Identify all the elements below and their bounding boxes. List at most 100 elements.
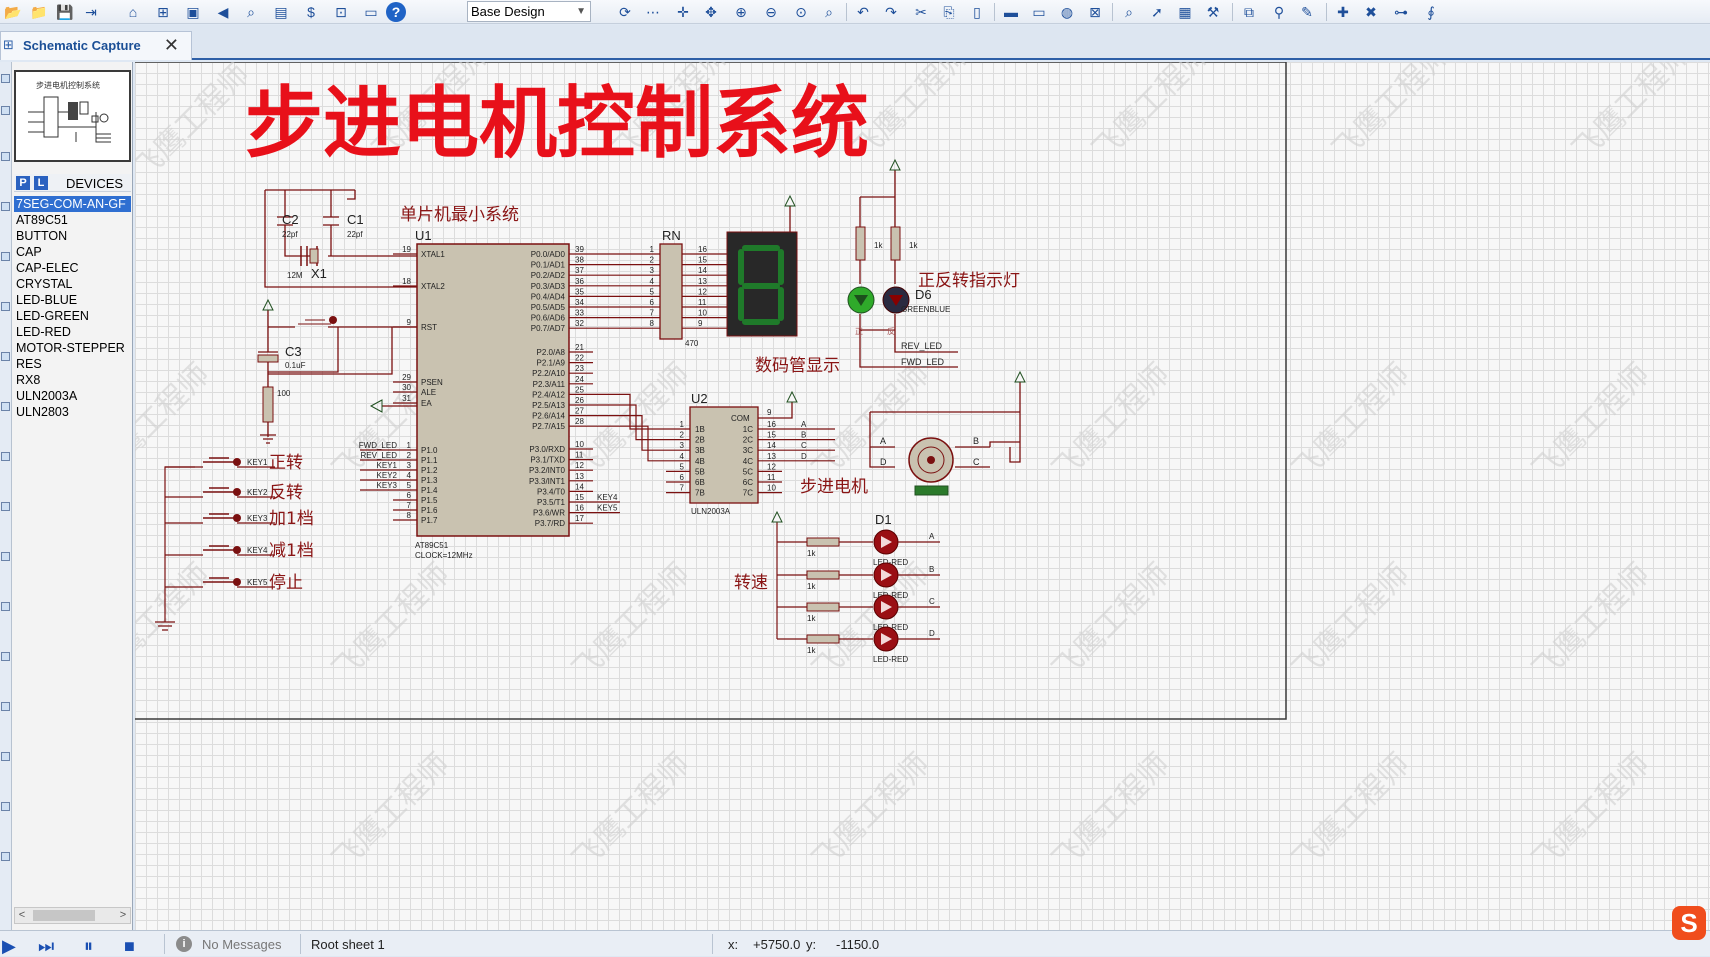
circle-mode-icon[interactable]	[1, 802, 10, 811]
speed-led-resistor[interactable]	[806, 602, 840, 612]
zoom-out-icon[interactable]: ⊖	[765, 4, 777, 20]
tab-schematic-capture[interactable]: ⊞ Schematic Capture ✕	[0, 31, 192, 60]
graph-mode-icon[interactable]	[1, 502, 10, 511]
rotate-icon[interactable]	[1, 852, 10, 861]
pick-devices-button[interactable]: P	[16, 176, 30, 190]
device-list-item[interactable]: CAP-ELEC	[16, 261, 79, 275]
search-tag-icon[interactable]: ⚲	[1273, 4, 1285, 20]
schematic-canvas[interactable]: 飞鹰工程师飞鹰工程师飞鹰工程师飞鹰工程师飞鹰工程师飞鹰工程师飞鹰工程师飞鹰工程师…	[135, 62, 1710, 930]
device-list-item[interactable]: LED-RED	[16, 325, 71, 339]
stepper-motor[interactable]	[869, 370, 1026, 496]
subcircuit-icon[interactable]	[1, 352, 10, 361]
device-list-item[interactable]: RX8	[16, 373, 41, 387]
u2-body[interactable]	[689, 406, 759, 504]
scroll-left-icon[interactable]: <	[18, 909, 26, 921]
zoom-area-icon[interactable]: ⌕	[825, 4, 833, 20]
bus-mode-icon[interactable]	[1, 302, 10, 311]
step-icon[interactable]: ⏭	[38, 936, 55, 956]
sogou-ime-icon[interactable]: S	[1672, 906, 1706, 940]
play-icon[interactable]: ▶	[2, 936, 16, 956]
close-icon[interactable]: ✕	[163, 35, 179, 55]
probe-mode-icon[interactable]	[1, 602, 10, 611]
new-sheet-icon[interactable]: ✚	[1337, 4, 1349, 20]
script-icon[interactable]: ∮	[1427, 4, 1435, 20]
grid-icon[interactable]: ⋯	[646, 4, 660, 20]
device-list-item[interactable]: CRYSTAL	[16, 277, 73, 291]
generator-mode-icon[interactable]	[1, 552, 10, 561]
refresh-icon[interactable]: ⟳	[619, 4, 631, 20]
library-manager-button[interactable]: L	[34, 176, 48, 190]
seven-segment-display[interactable]	[726, 194, 798, 337]
component-mode-icon[interactable]	[1, 106, 10, 115]
help-icon[interactable]: ?	[386, 2, 406, 22]
overview-preview[interactable]: 步进电机控制系统	[14, 70, 131, 162]
copy-icon[interactable]: ⎘	[943, 4, 955, 20]
device-list-item[interactable]: BUTTON	[16, 229, 68, 243]
redo-icon[interactable]: ↷	[885, 4, 897, 20]
device-list-item[interactable]: LED-BLUE	[16, 293, 78, 307]
device-list-item[interactable]: AT89C51	[16, 213, 68, 227]
selection-mode-icon[interactable]	[1, 74, 10, 83]
decompose-icon[interactable]: ⚒	[1206, 4, 1220, 20]
zoom-in-icon[interactable]: ⊕	[735, 4, 747, 20]
open-icon[interactable]: 📁	[30, 4, 48, 20]
undo-icon[interactable]: ↶	[857, 4, 869, 20]
chip-icon[interactable]: ▣	[186, 4, 200, 20]
text-script-icon[interactable]	[1, 252, 10, 261]
dollar-icon[interactable]: $	[307, 4, 315, 20]
home-icon[interactable]: ⌂	[128, 4, 138, 20]
rn-body[interactable]	[659, 243, 683, 340]
instrument-mode-icon[interactable]	[1, 652, 10, 661]
messages-status[interactable]: No Messages	[202, 937, 282, 952]
scrollbar-thumb[interactable]	[33, 910, 95, 921]
device-list-item[interactable]: CAP	[16, 245, 42, 259]
origin-icon[interactable]: ✛	[677, 4, 689, 20]
line-mode-icon[interactable]	[1, 702, 10, 711]
remove-sheet-icon[interactable]: ✖	[1365, 4, 1377, 20]
open-folder-icon[interactable]: 📂	[4, 4, 22, 20]
import-icon[interactable]: ⇥	[85, 4, 97, 20]
netlist-icon[interactable]: ⧉	[1244, 4, 1254, 20]
binary-icon[interactable]: ⊡	[335, 4, 347, 20]
device-list-item[interactable]: ULN2003A	[16, 389, 78, 403]
speed-led-resistor[interactable]	[806, 537, 840, 547]
pause-icon[interactable]: ⏸	[84, 936, 93, 956]
layer-select[interactable]: Base Design ▼	[467, 1, 591, 22]
back-icon[interactable]: ◀	[217, 4, 229, 20]
search-part-icon[interactable]: ⌕	[247, 4, 255, 20]
speed-led-resistor[interactable]	[806, 570, 840, 580]
scroll-right-icon[interactable]: >	[119, 909, 127, 921]
wire-label-icon[interactable]	[1, 202, 10, 211]
pan-icon[interactable]: ✥	[705, 4, 717, 20]
stop-icon[interactable]: ■	[124, 936, 135, 956]
junction-mode-icon[interactable]	[1, 152, 10, 161]
u1-body[interactable]	[416, 243, 570, 537]
speed-led-resistor[interactable]	[806, 634, 840, 644]
cut-icon[interactable]: ✂	[915, 4, 927, 20]
bom-icon[interactable]: ▤	[274, 4, 288, 20]
device-list-item[interactable]: RES	[16, 357, 42, 371]
property-icon[interactable]: ✎	[1301, 4, 1313, 20]
save-icon[interactable]: 💾	[56, 4, 74, 20]
device-list-scrollbar[interactable]: < >	[14, 907, 131, 924]
device-list-item[interactable]: 7SEG-COM-AN-GF	[14, 196, 131, 212]
paste-icon[interactable]: ▯	[973, 4, 981, 20]
packaging-icon[interactable]: ▦	[1178, 4, 1192, 20]
pin-mode-icon[interactable]	[1, 452, 10, 461]
pick-part-icon[interactable]: ⌕	[1125, 4, 1133, 20]
document-icon[interactable]: ▭	[364, 4, 378, 20]
sheet-tree-icon[interactable]: ⊶	[1394, 4, 1408, 20]
box-mode-icon[interactable]	[1, 752, 10, 761]
device-list-item[interactable]: LED-GREEN	[16, 309, 89, 323]
block-move-icon[interactable]: ▭	[1032, 4, 1046, 20]
c3-ref: C3	[285, 344, 302, 359]
block-delete-icon[interactable]: ⊠	[1089, 4, 1101, 20]
device-list-item[interactable]: ULN2803	[16, 405, 69, 419]
block-rotate-icon[interactable]: ◍	[1060, 4, 1074, 20]
device-list-item[interactable]: MOTOR-STEPPER	[16, 341, 125, 355]
schematic-icon[interactable]: ⊞	[157, 4, 169, 20]
zoom-all-icon[interactable]: ⊙	[795, 4, 807, 20]
terminal-mode-icon[interactable]	[1, 402, 10, 411]
make-device-icon[interactable]: ➚	[1151, 4, 1163, 20]
block-copy-icon[interactable]: ▬	[1004, 4, 1018, 20]
